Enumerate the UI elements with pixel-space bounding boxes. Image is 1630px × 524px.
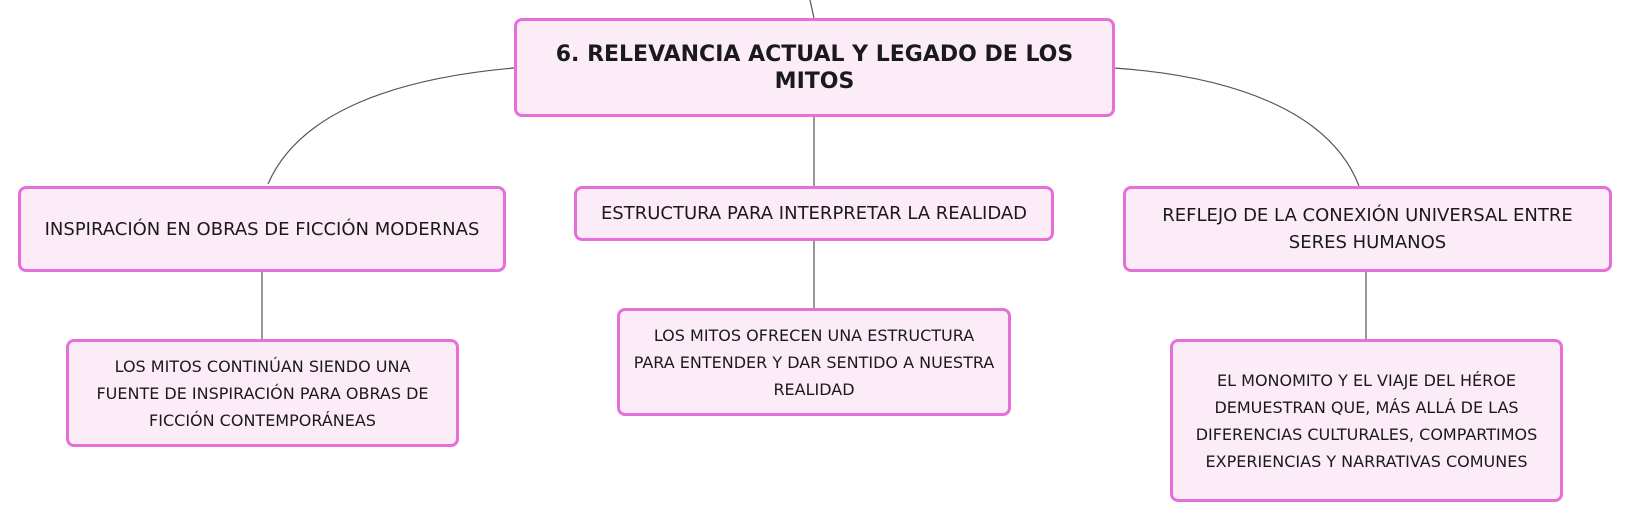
- branch-topic-inspiracion[interactable]: INSPIRACIÓN EN OBRAS DE FICCIÓN MODERNAS: [18, 186, 506, 272]
- branch-topic-label: INSPIRACIÓN EN OBRAS DE FICCIÓN MODERNAS: [44, 218, 480, 240]
- subtopic-reflejo-detail[interactable]: EL MONOMITO Y EL VIAJE DEL HÉROE DEMUEST…: [1170, 339, 1563, 502]
- subtopic-estructura-detail[interactable]: LOS MITOS OFRECEN UNA ESTRUCTURA PARA EN…: [617, 308, 1011, 416]
- connector-root-to-branch-3: [1113, 67, 1360, 187]
- subtopic-label: LOS MITOS CONTINÚAN SIENDO UNA FUENTE DE…: [96, 356, 429, 430]
- branch-topic-estructura[interactable]: ESTRUCTURA PARA INTERPRETAR LA REALIDAD: [574, 186, 1054, 241]
- root-topic[interactable]: 6. RELEVANCIA ACTUAL Y LEGADO DE LOS MIT…: [514, 18, 1115, 117]
- subtopic-label: LOS MITOS OFRECEN UNA ESTRUCTURA PARA EN…: [633, 325, 995, 399]
- connector-parent-to-root: [809, 0, 815, 19]
- connector-root-to-branch-1: [267, 67, 515, 185]
- branch-topic-label: REFLEJO DE LA CONEXIÓN UNIVERSAL ENTRE S…: [1162, 205, 1573, 253]
- branch-topic-reflejo[interactable]: REFLEJO DE LA CONEXIÓN UNIVERSAL ENTRE S…: [1123, 186, 1612, 272]
- subtopic-label: EL MONOMITO Y EL VIAJE DEL HÉROE DEMUEST…: [1195, 370, 1538, 471]
- root-topic-label: 6. RELEVANCIA ACTUAL Y LEGADO DE LOS MIT…: [555, 41, 1074, 94]
- subtopic-inspiracion-detail[interactable]: LOS MITOS CONTINÚAN SIENDO UNA FUENTE DE…: [66, 339, 459, 447]
- branch-topic-label: ESTRUCTURA PARA INTERPRETAR LA REALIDAD: [600, 203, 1028, 224]
